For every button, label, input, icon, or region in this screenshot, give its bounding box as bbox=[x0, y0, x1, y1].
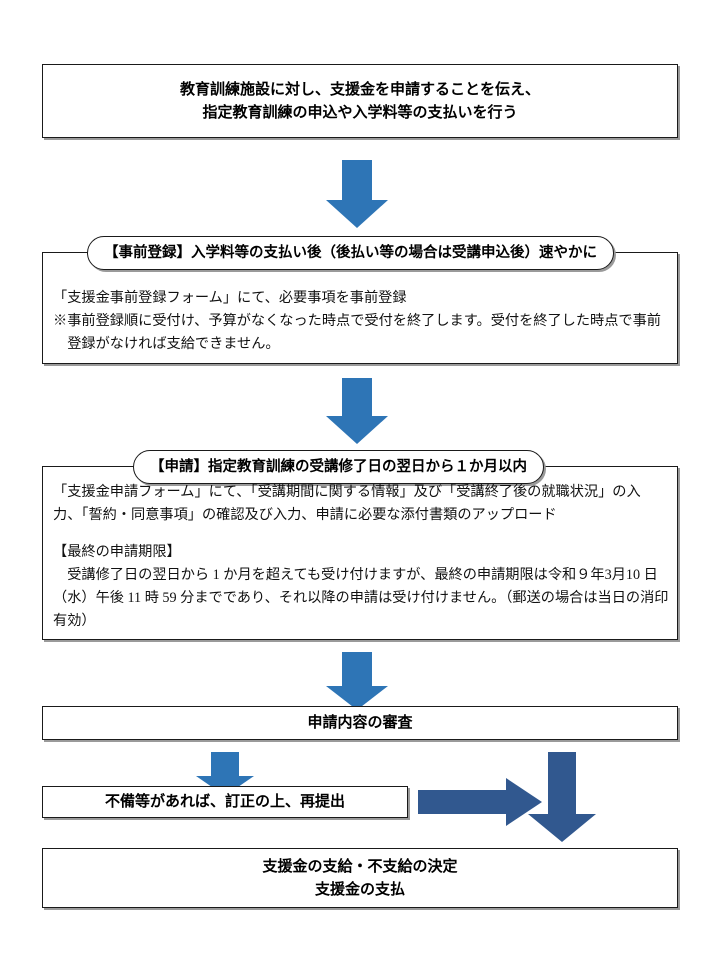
arrow-shaft bbox=[211, 752, 239, 778]
step3-para2-title: 【最終の申請期限】 bbox=[53, 544, 181, 560]
step-box-decision-payment: 支援金の支給・不支給の決定 支援金の支払 bbox=[42, 848, 678, 908]
step2-line2: ※事前登録順に受付け、予算がなくなった時点で受付を終了します。受付を終了した時点… bbox=[53, 310, 669, 356]
down-arrow-icon-navy bbox=[526, 752, 598, 842]
step6-line1: 支援金の支給・不支給の決定 bbox=[262, 857, 458, 875]
step3-body: 「支援金申請フォーム」にて、「受講期間に関する情報」及び「受講終了後の就職状況」… bbox=[47, 481, 675, 633]
down-arrow-icon-3 bbox=[326, 652, 388, 710]
step2-line1: 「支援金事前登録フォーム」にて、必要事項を事前登録 bbox=[53, 290, 407, 306]
arrow-head bbox=[528, 814, 596, 842]
step2-line2-text: 事前登録順に受付け、予算がなくなった時点で受付を終了します。受付を終了した時点で… bbox=[67, 313, 661, 352]
step6-line2: 支援金の支払 bbox=[314, 881, 405, 898]
note-mark: ※ bbox=[53, 313, 68, 329]
step3-para1: 「支援金申請フォーム」にて、「受講期間に関する情報」及び「受講終了後の就職状況」… bbox=[53, 484, 641, 523]
step-box-resubmit: 不備等があれば、訂正の上、再提出 bbox=[42, 786, 408, 818]
step1-line2: 指定教育訓練の申込や入学料等の支払いを行う bbox=[202, 104, 518, 121]
step-box-review: 申請内容の審査 bbox=[42, 706, 678, 740]
step-box-application: 【申請】指定教育訓練の受講修了日の翌日から１か月以内 「支援金申請フォーム」にて… bbox=[42, 450, 678, 640]
step5-label: 不備等があれば、訂正の上、再提出 bbox=[104, 793, 345, 811]
step2-body: 「支援金事前登録フォーム」にて、必要事項を事前登録 ※事前登録順に受付け、予算が… bbox=[47, 287, 675, 356]
step1-text: 教育訓練施設に対し、支援金を申請することを伝え、 指定教育訓練の申込や入学料等の… bbox=[43, 78, 677, 125]
arrow-head bbox=[326, 200, 388, 228]
spacer bbox=[53, 527, 669, 541]
step2-header-pill: 【事前登録】入学料等の支払い後（後払い等の場合は受講申込後）速やかに bbox=[87, 236, 614, 270]
arrow-shaft bbox=[548, 752, 576, 814]
down-arrow-icon-2 bbox=[326, 378, 388, 444]
step1-line1: 教育訓練施設に対し、支援金を申請することを伝え、 bbox=[179, 80, 540, 98]
step3-para2: 受講修了日の翌日から 1 か月を超えても受け付けますが、最終の申請期限は令和９年… bbox=[53, 567, 669, 629]
arrow-shaft bbox=[342, 378, 372, 420]
arrow-head bbox=[326, 416, 388, 444]
step6-text: 支援金の支給・不支給の決定 支援金の支払 bbox=[43, 855, 677, 902]
down-arrow-icon-1 bbox=[326, 160, 388, 228]
step-box-pre-registration: 【事前登録】入学料等の支払い後（後払い等の場合は受講申込後）速やかに 「支援金事… bbox=[42, 236, 678, 364]
step-box-apply-notice: 教育訓練施設に対し、支援金を申請することを伝え、 指定教育訓練の申込や入学料等の… bbox=[42, 64, 678, 138]
right-arrow-icon bbox=[418, 778, 542, 826]
arrow-shaft bbox=[342, 652, 372, 688]
step3-header-pill: 【申請】指定教育訓練の受講修了日の翌日から１か月以内 bbox=[133, 450, 544, 484]
arrow-shaft bbox=[418, 790, 506, 814]
arrow-shaft bbox=[342, 160, 372, 204]
step4-label: 申請内容の審査 bbox=[307, 714, 413, 732]
